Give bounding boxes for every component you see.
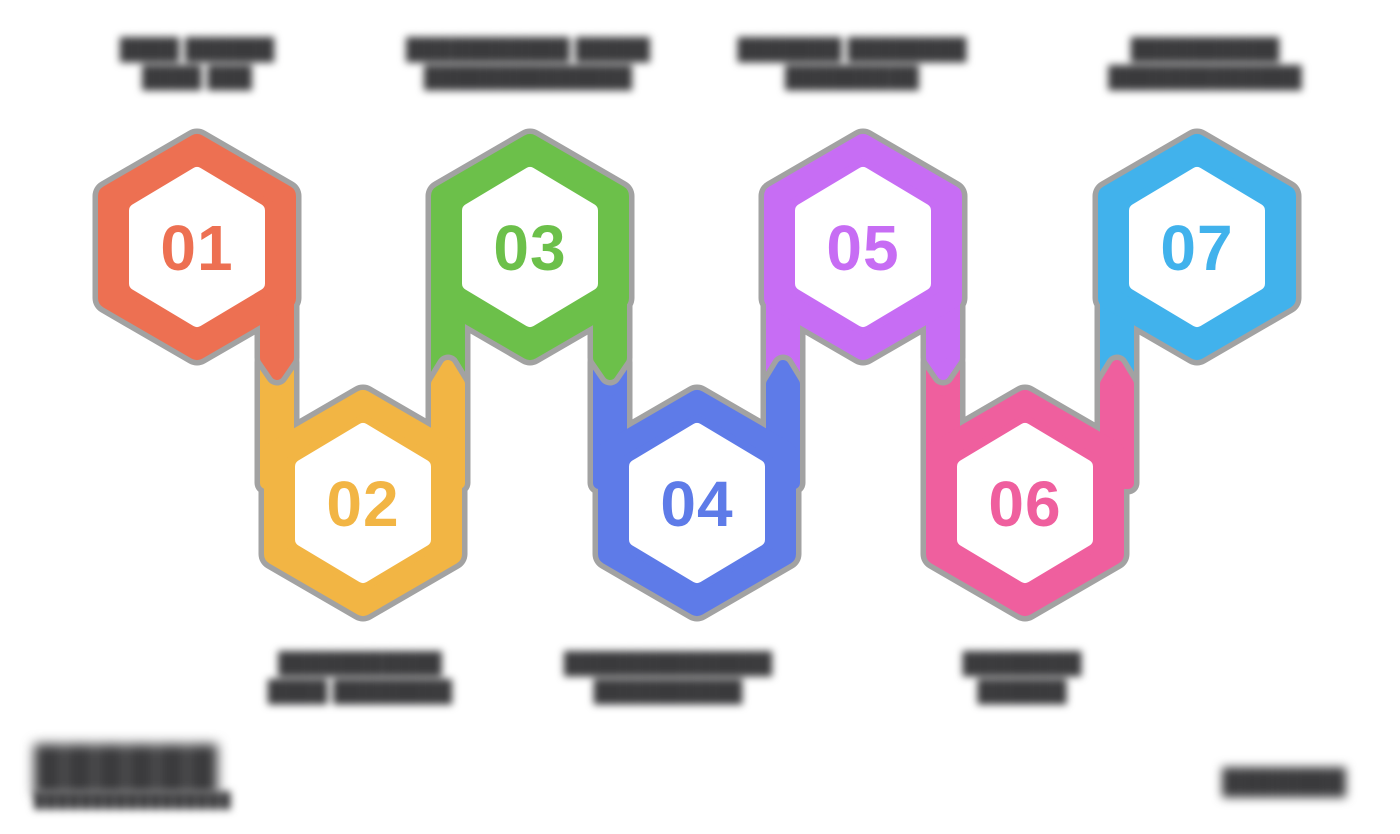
step-label-07-line2: █████████████ xyxy=(1108,66,1302,89)
step-label-02-line1: ███████████ xyxy=(278,652,442,675)
hexagon-inner xyxy=(629,423,765,583)
step-number: 01 xyxy=(160,212,233,284)
hexagon-inner xyxy=(295,423,431,583)
step-number: 03 xyxy=(493,212,566,284)
step-number: 07 xyxy=(1160,212,1233,284)
step-label-02: ███████████ ████ ████████ xyxy=(268,650,452,706)
step-label-01-line1: ████ ██████ xyxy=(119,38,275,61)
step-hexagon-01: 01 xyxy=(92,128,302,386)
step-label-05-line2: █████████ xyxy=(785,66,919,89)
brand-tagline: █████████████████ xyxy=(34,792,232,809)
step-number: 04 xyxy=(660,468,733,540)
step-label-04-line2: ██████████ xyxy=(593,680,743,703)
hexagon-inner xyxy=(462,167,598,327)
step-label-06-line2: ██████ xyxy=(977,680,1067,703)
step-number: 02 xyxy=(326,468,399,540)
step-label-03-line2: ██████████████ xyxy=(423,66,633,89)
step-number: 06 xyxy=(988,468,1061,540)
step-hexagon-05: 05 xyxy=(758,128,968,396)
step-label-06: ████████ ██████ xyxy=(962,650,1081,706)
step-label-03-line1: ███████████ █████ xyxy=(406,38,650,61)
step-hexagon-04: 04 xyxy=(587,350,806,622)
hexagon-inner xyxy=(957,423,1093,583)
step-hexagon-07: 07 xyxy=(1092,128,1302,396)
step-hexagon-06: 06 xyxy=(920,350,1140,622)
step-label-03: ███████████ █████ ██████████████ xyxy=(406,36,650,92)
step-label-01-line2: ████ ███ xyxy=(142,66,252,89)
hexagon-inner xyxy=(129,167,265,327)
step-label-07: ██████████ █████████████ xyxy=(1108,36,1301,92)
watermark: ███████ xyxy=(1222,768,1346,796)
step-label-04-line1: ██████████████ xyxy=(563,652,773,675)
step-label-07-line1: ██████████ xyxy=(1130,38,1280,61)
step-hexagon-03: 03 xyxy=(425,128,635,396)
step-label-05: ███████ ████████ █████████ xyxy=(737,36,966,92)
step-label-06-line1: ████████ xyxy=(962,652,1082,675)
step-number: 05 xyxy=(826,212,899,284)
brand-logo: ██████ xyxy=(34,744,219,791)
step-label-04: ██████████████ ██████████ xyxy=(564,650,772,706)
step-label-02-line2: ████ ████████ xyxy=(267,680,453,703)
brand-block: ██████ █████████████████ xyxy=(34,744,232,808)
step-hexagon-02: 02 xyxy=(254,350,471,622)
hexagon-inner xyxy=(1129,167,1265,327)
step-label-01: ████ ██████ ████ ███ xyxy=(120,36,275,92)
hexagon-inner xyxy=(795,167,931,327)
step-label-05-line1: ███████ ████████ xyxy=(737,38,967,61)
